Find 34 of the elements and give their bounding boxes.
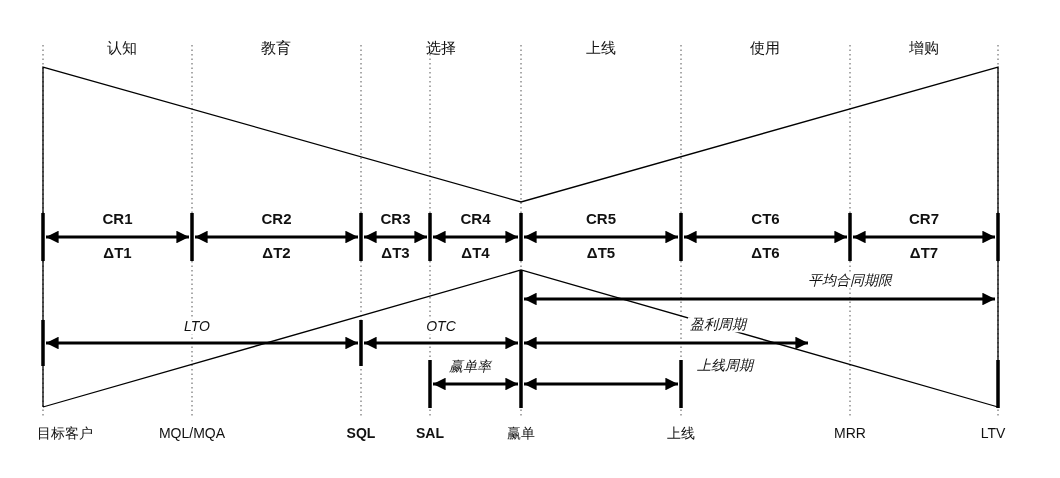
stage-label: 教育 [261,39,291,57]
metric-label: OTC [424,319,458,335]
rate-label: CR3 [380,210,411,228]
stage-label: 认知 [107,39,137,57]
duration-label: ΔT1 [103,244,132,262]
milestone-label: LTV [980,426,1006,442]
stage-label: 选择 [426,39,456,57]
milestone-label: MQL/MQA [158,426,226,442]
rate-label: CT6 [751,210,780,228]
metric-label: 赢单率 [447,359,493,375]
duration-label: ΔT6 [751,244,780,262]
milestone-label: 赢单 [507,426,535,442]
duration-label: ΔT2 [262,244,291,262]
duration-label: ΔT5 [586,244,616,262]
milestone-label: MRR [834,426,866,442]
rate-label: CR5 [586,210,616,228]
metric-label: LTO [182,319,212,335]
duration-label: ΔT4 [461,244,490,262]
rate-label: CR2 [261,210,292,228]
stage-label: 使用 [750,39,780,57]
milestone-label: SAL [416,426,444,442]
metric-label: 上线周期 [695,358,755,374]
milestone-label: 目标客户 [37,426,93,442]
rate-label: CR4 [460,210,491,228]
stage-label: 增购 [909,39,939,57]
stage-label: 上线 [586,39,616,57]
duration-label: ΔT3 [381,244,410,262]
rate-label: CR7 [909,210,939,228]
milestone-label: SQL [346,426,376,442]
duration-label: ΔT7 [909,244,939,262]
milestone-label: 上线 [667,426,695,442]
rate-label: CR1 [102,210,133,228]
metric-label: 平均合同期限 [806,273,894,289]
metric-label: 盈利周期 [688,317,748,333]
